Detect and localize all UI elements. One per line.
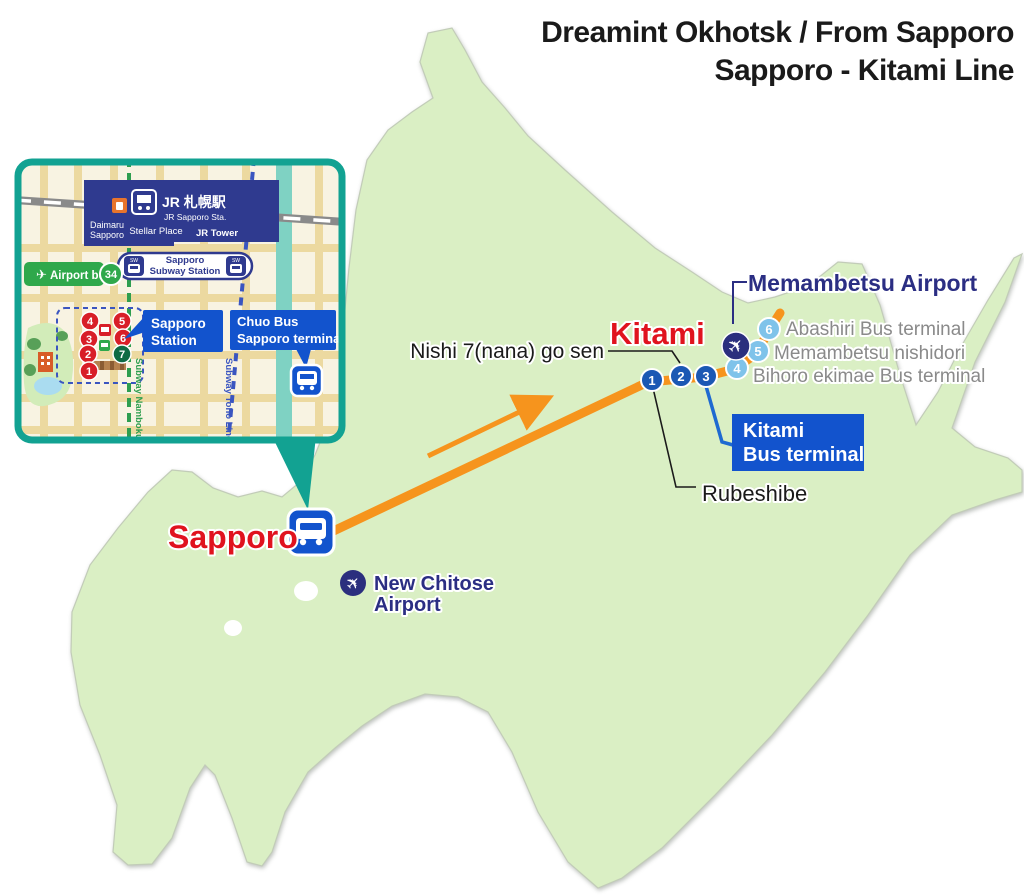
memambetsu-connector-line [732,281,747,324]
stop-markers-dark: 1 2 3 [640,364,718,392]
kitami-terminal-connector-line [704,385,734,447]
jr-station-block: JR 札幌駅 JR Sapporo Sta. Stellar Place Dai… [84,180,279,246]
kitami-bus-terminal-callout: Kitami Bus terminal [732,414,864,471]
park-area [23,323,74,407]
stop-6-label: Abashiri Bus terminal [786,319,966,340]
lake [294,581,318,601]
kitami-bus-terminal-label-1: Kitami [743,420,804,442]
page-title-line-2: Sapporo - Kitami Line [714,53,1014,87]
subway-icon: SW [226,256,246,276]
bus-stop-cluster: 4 3 2 1 5 6 7 [56,307,144,384]
stop-5-number: 5 [754,344,761,359]
rubeshibe-label: Rubeshibe [702,481,807,506]
terminal-building [86,361,126,370]
chuo-bus-label-2: Sapporo terminal [237,331,344,346]
memambetsu-airport-marker: ✈ [721,331,751,361]
inset-stop-1: 1 [86,366,92,378]
direction-arrow [426,394,555,459]
lake [224,620,242,636]
page-title-line-1: Dreamint Okhotsk / From Sapporo [541,16,1014,49]
toho-line-label: Subway Toho Line [223,358,234,441]
jr-logo-icon [112,198,127,213]
subway-icon: SW [124,256,144,276]
sapporo-bus-icon [286,507,336,557]
svg-text:SW: SW [232,258,240,264]
chuo-bus-callout: Chuo Bus Sapporo terminal [230,310,344,398]
subway-station-label-1: Sapporo [166,255,205,266]
kitami-bus-terminal-box [732,414,864,471]
stop-3-number: 3 [702,369,709,384]
train-icon [131,189,157,215]
route-34-badge [99,262,123,286]
airport-bus-badge: ✈ Airport bus 34 [24,262,123,286]
nishi-7-label: Nishi 7(nana) go sen [410,340,604,363]
stop-6-number: 6 [765,322,772,337]
new-chitose-label-2: Airport [374,594,441,616]
sapporo-station-callout: Sapporo Station [124,310,223,352]
inset-stop-6: 6 [120,333,126,345]
subway-station-pill: SW SW Sapporo Subway Station [116,251,254,281]
stop-4-number: 4 [733,361,741,376]
airport-circle [340,570,366,596]
new-chitose-airport-marker: ✈ [340,570,366,596]
new-chitose-label-1: New Chitose [374,573,494,595]
jr-tower-label: JR Tower [196,228,238,239]
chuo-bus-label-1: Chuo Bus [237,314,298,329]
memambetsu-airport-label: Memambetsu Airport [748,270,978,296]
mini-bus-icon [99,324,111,336]
jr-station-title-en: JR Sapporo Sta. [164,212,226,222]
daimaru-label-1: Daimaru [90,220,124,230]
inset-stop-5: 5 [119,316,125,328]
hokkaido-landmass [70,27,1024,889]
rubeshibe-connector-line [652,387,696,488]
page-title: Dreamint Okhotsk / From Sapporo Sapporo … [541,14,1014,90]
stop-1-number: 1 [648,373,655,388]
jr-station-title-jp: JR 札幌駅 [162,194,227,210]
stop-3-marker [694,364,718,388]
airport-bus-label: Airport bus [50,270,112,282]
stop-4-label: Bihoro ekimae Bus terminal [753,366,985,387]
sapporo-label: Sapporo [168,519,298,555]
inset-callout-tail [272,436,316,510]
stop-2-number: 2 [677,369,684,384]
sapporo-station-label-1: Sapporo [151,316,206,331]
route-34-number: 34 [105,269,118,281]
kitami-label: Kitami [610,316,705,351]
kitami-bus-terminal-label-2: Bus terminal [743,444,864,466]
airport-circle [721,331,751,361]
inset-stop-2: 2 [85,349,91,361]
stellar-place-label: Stellar Place [129,226,182,237]
subway-station-label-2: Subway Station [150,266,221,277]
sapporo-station-label-2: Station [151,333,197,348]
chuo-bus-terminal-icon [289,363,324,398]
namboku-line-label: Subway Namboku Line [133,358,144,444]
plane-icon: ✈ [36,267,47,282]
daimaru-label-2: Sapporo [90,230,124,240]
inset-stop-3: 3 [86,334,92,346]
stop-2-marker [669,364,693,388]
stop-1-marker [640,368,664,392]
nishi-connector-line [608,350,681,364]
inset-stop-7: 7 [119,349,125,361]
inset-stop-4: 4 [87,316,94,328]
mini-bus-icon [99,340,110,351]
sapporo-inset-map: JR 札幌駅 JR Sapporo Sta. Stellar Place Dai… [14,158,346,444]
stop-6-marker [757,317,781,341]
svg-text:SW: SW [130,258,138,264]
inset-border [14,158,346,444]
stop-5-label: Memambetsu nishidori [774,343,965,364]
